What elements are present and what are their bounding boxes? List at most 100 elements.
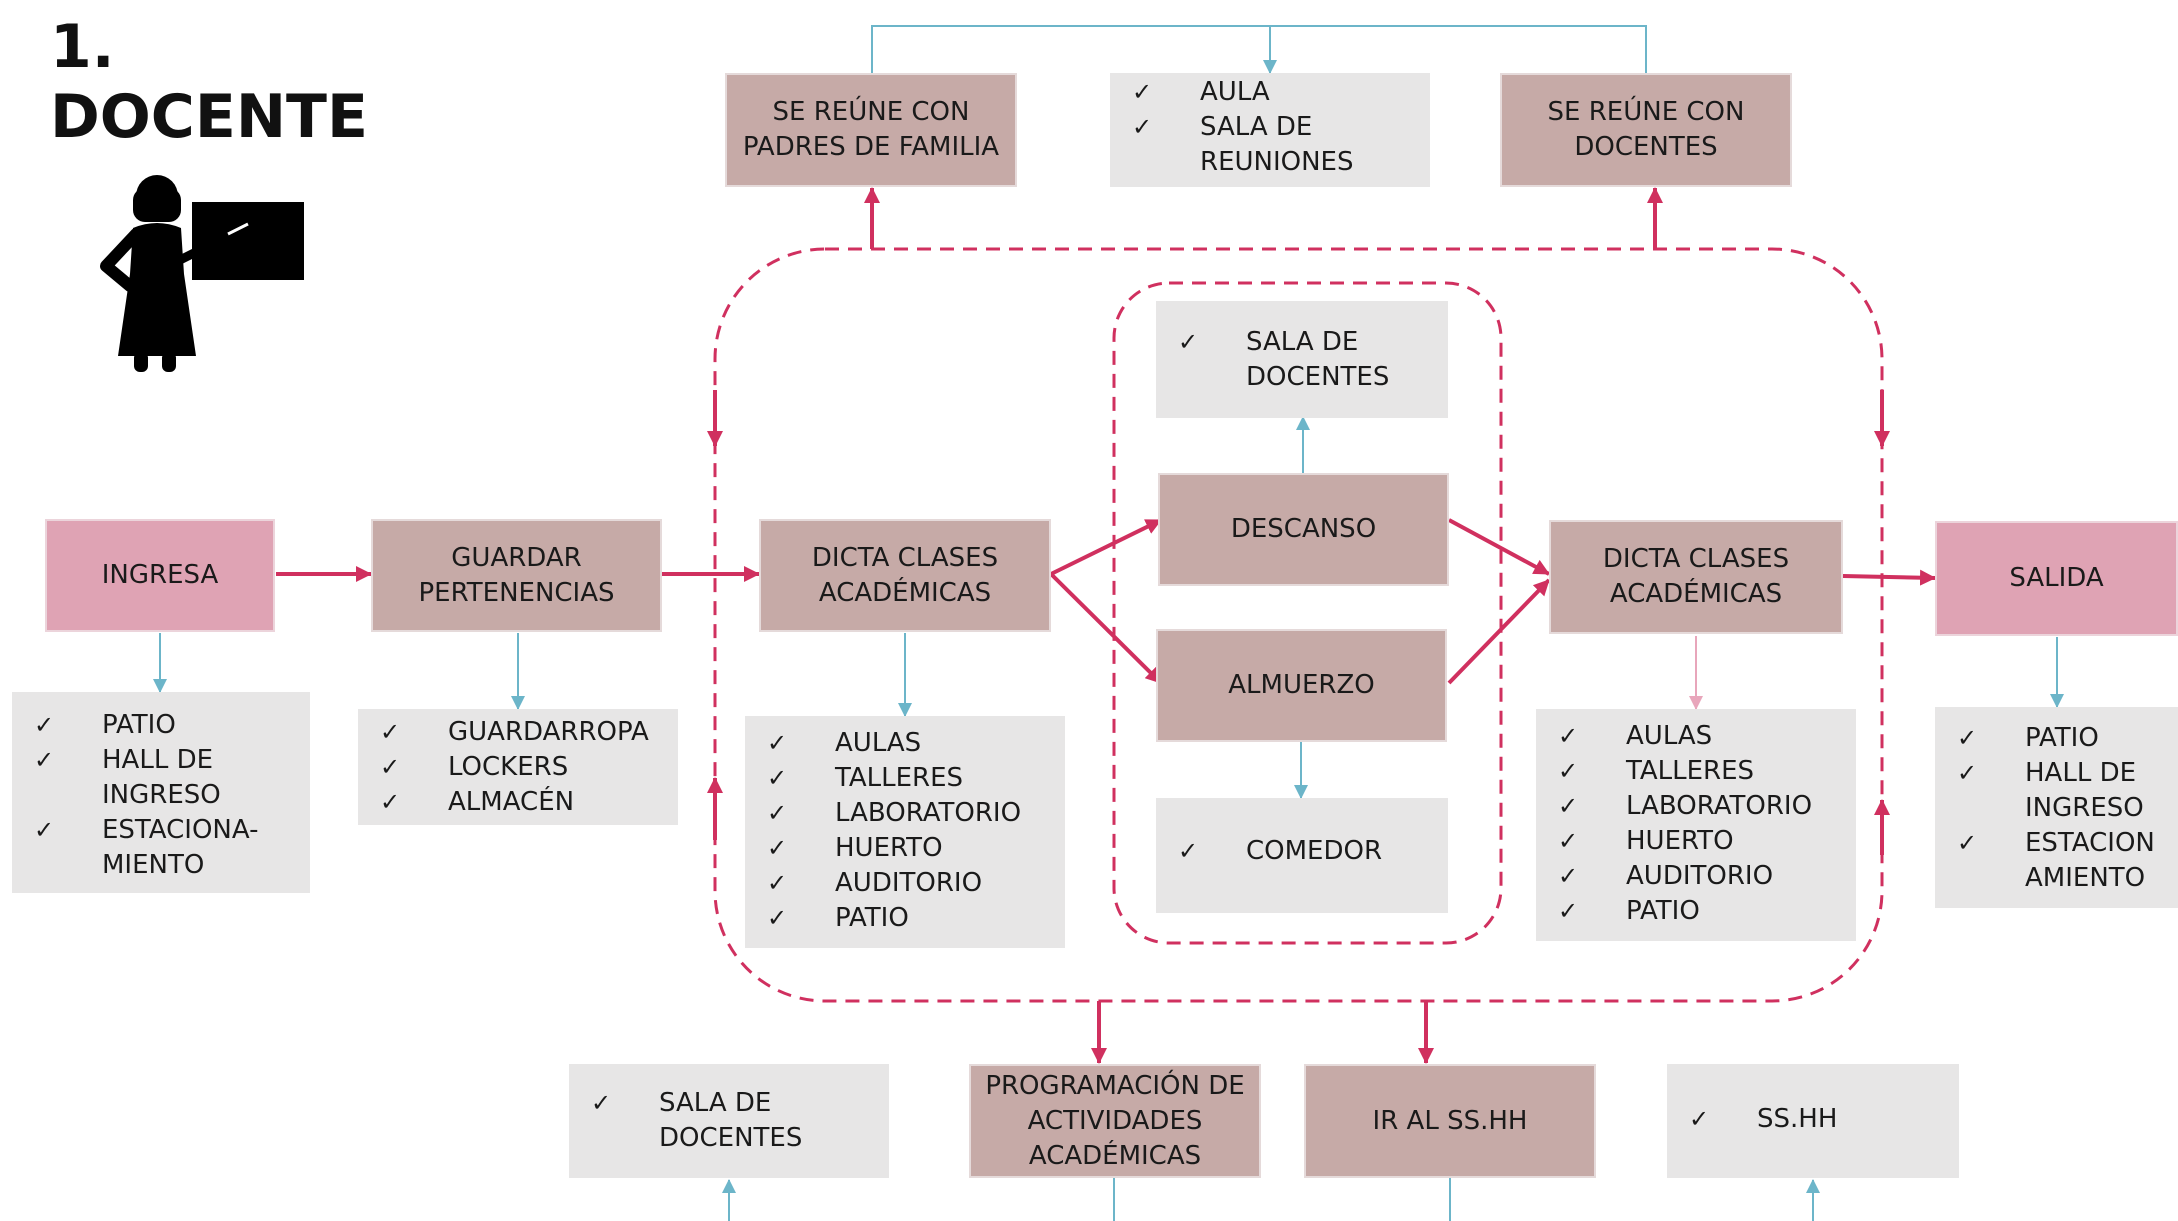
location-item: ✓ ALMACÉN <box>358 785 649 820</box>
check-icon: ✓ <box>1957 829 1978 857</box>
location-label: COMEDOR <box>1246 836 1383 866</box>
location-label: PATIO <box>2025 723 2099 753</box>
location-item: ✓ TALLERES <box>1536 754 1812 789</box>
location-item: ✓PATIO <box>1935 721 2155 756</box>
location-item: ✓ ESTACIONA- MIENTO <box>12 813 258 883</box>
node-reune-docentes: SE REÚNE CON DOCENTES <box>1500 73 1792 187</box>
arrow-dicta2-salida <box>1842 569 1936 586</box>
check-icon: ✓ <box>767 904 788 932</box>
locations-dicta-2: ✓ AULAS ✓ TALLERES✓LABORATORIO ✓ HUERTO✓AUDIT… <box>1536 709 1856 941</box>
location-item: ✓LABORATORIO <box>1536 789 1812 824</box>
location-label: AULAS <box>835 728 922 758</box>
outer-dashed-loop <box>713 247 1884 1003</box>
location-item: ✓SS.HH <box>1667 1102 1837 1137</box>
location-item: ✓PATIO <box>1536 894 1812 929</box>
location-item: ✓ PATIO <box>745 901 1021 936</box>
location-item: ✓AUDITORIO <box>745 866 1021 901</box>
arrow-almuerzo-dicta2 <box>1447 578 1551 685</box>
location-label: AULA <box>1200 77 1270 107</box>
locations-dicta-1: ✓AULAS✓TALLERES✓LABORATORIO✓HUERTO✓AUDIT… <box>745 716 1065 948</box>
locations-reuniones: ✓AULA ✓ SALA DE REUNIONES <box>1110 73 1430 187</box>
check-icon: ✓ <box>767 729 788 757</box>
check-icon: ✓ <box>767 869 788 897</box>
location-label: INGRESO <box>2025 793 2144 823</box>
location-item: ✓HUERTO <box>745 831 1021 866</box>
check-icon: ✓ <box>380 753 401 781</box>
page-title: 1. DOCENTE <box>50 12 368 152</box>
node-programacion-actividades: PROGRAMACIÓN DE ACTIVIDADES ACADÉMICAS <box>969 1064 1261 1178</box>
location-list: ✓COMEDOR <box>1156 834 1382 869</box>
location-item: ✓ HALL DE INGRESO <box>1935 756 2155 826</box>
node-guardar-pertenencias: GUARDAR PERTENENCIAS <box>371 519 662 632</box>
teacher-at-board-icon <box>100 175 304 372</box>
arrow-dicta-almuerzo <box>1049 572 1163 685</box>
location-label: ALMACÉN <box>448 787 575 817</box>
node-ingresa: INGRESA <box>45 519 275 632</box>
node-descanso: DESCANSO <box>1158 473 1449 586</box>
location-label: LOCKERS <box>448 752 569 782</box>
location-item: ✓ AULAS <box>1536 719 1812 754</box>
location-label: LABORATORIO <box>835 798 1022 828</box>
location-label: SALA DE <box>1246 327 1359 357</box>
location-list: ✓AULAS✓TALLERES✓LABORATORIO✓HUERTO✓AUDIT… <box>745 726 1021 936</box>
location-label: AUDITORIO <box>1626 861 1774 891</box>
location-label: GUARDARROPA <box>448 717 649 747</box>
location-label: REUNIONES <box>1200 147 1354 177</box>
location-label: DOCENTES <box>659 1123 803 1153</box>
location-label: INGRESO <box>102 780 221 810</box>
check-icon: ✓ <box>1957 759 1978 787</box>
locations-guardar: ✓ GUARDARROPA ✓ LOCKERS ✓ ALMACÉN <box>358 709 678 825</box>
location-item: ✓AUDITORIO <box>1536 859 1812 894</box>
location-label: ESTACION <box>2025 828 2155 858</box>
location-item: ✓ HUERTO <box>1536 824 1812 859</box>
node-salida: SALIDA <box>1935 521 2178 636</box>
check-icon: ✓ <box>767 799 788 827</box>
check-icon: ✓ <box>34 816 55 844</box>
location-label: SALA DE <box>659 1088 772 1118</box>
check-icon: ✓ <box>380 788 401 816</box>
location-label: HUERTO <box>835 833 943 863</box>
location-item: ✓PATIO <box>12 708 258 743</box>
check-icon: ✓ <box>1558 722 1579 750</box>
location-list: ✓AULA ✓ SALA DE REUNIONES <box>1110 75 1354 180</box>
location-label: SALA DE <box>1200 112 1313 142</box>
location-item: ✓ SALA DE REUNIONES <box>1110 110 1354 180</box>
location-label: HUERTO <box>1626 826 1734 856</box>
title-text: DOCENTE <box>50 82 368 152</box>
node-almuerzo: ALMUERZO <box>1156 629 1447 742</box>
check-icon: ✓ <box>1689 1105 1710 1133</box>
check-icon: ✓ <box>1558 757 1579 785</box>
location-item: ✓COMEDOR <box>1156 834 1382 869</box>
location-label: TALLERES <box>835 763 964 793</box>
location-label: MIENTO <box>102 850 205 880</box>
location-item: ✓AULA <box>1110 75 1354 110</box>
check-icon: ✓ <box>380 718 401 746</box>
location-label: HALL DE <box>102 745 214 775</box>
location-label: PATIO <box>835 903 909 933</box>
location-label: TALLERES <box>1626 756 1755 786</box>
check-icon: ✓ <box>1132 113 1153 141</box>
check-icon: ✓ <box>34 711 55 739</box>
location-label: PATIO <box>1626 896 1700 926</box>
arrow-descanso-dicta2 <box>1448 518 1550 576</box>
location-list: ✓ GUARDARROPA ✓ LOCKERS ✓ ALMACÉN <box>358 715 649 820</box>
location-label: ESTACIONA- <box>102 815 259 845</box>
arrow-dicta-descanso <box>1050 518 1162 576</box>
location-item: ✓ GUARDARROPA <box>358 715 649 750</box>
check-icon: ✓ <box>34 746 55 774</box>
check-icon: ✓ <box>1558 827 1579 855</box>
location-label: HALL DE <box>2025 758 2137 788</box>
location-label: AULAS <box>1626 721 1713 751</box>
node-dicta-clases-1: DICTA CLASES ACADÉMICAS <box>759 519 1051 632</box>
check-icon: ✓ <box>1178 328 1199 356</box>
